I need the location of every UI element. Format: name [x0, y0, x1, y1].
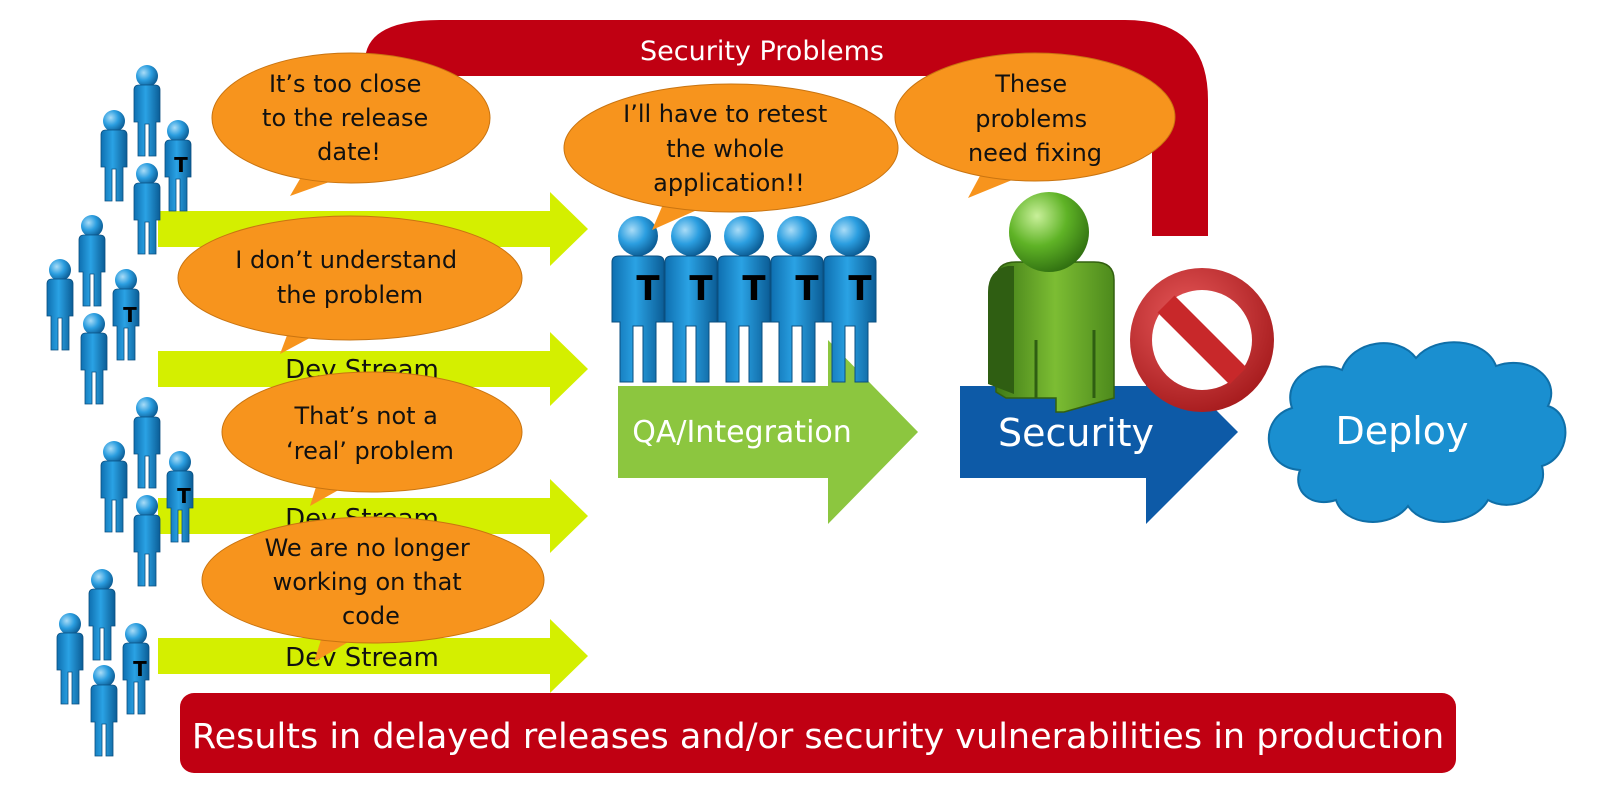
bubble-line: need fixing	[968, 139, 1102, 167]
bubble-line: to the release	[262, 104, 428, 132]
tester-badge: T	[177, 484, 191, 508]
deploy-label: Deploy	[1335, 409, 1468, 453]
bubble-retest: I’ll have to retest the whole applicatio…	[563, 83, 899, 230]
tester-badge: T	[848, 269, 872, 309]
svg-text:It’s too close to the re: It’s too close to the release date!	[262, 70, 436, 166]
tester-badge: T	[123, 303, 137, 327]
bubble-line: I don’t understand	[235, 246, 457, 274]
tester-badge: T	[742, 269, 766, 309]
dev-stream-label: Dev Stream	[285, 643, 439, 673]
tester-icon: T	[717, 215, 771, 383]
bubble-line: It’s too close	[269, 70, 421, 98]
person-icon	[78, 214, 106, 307]
security-person-icon	[988, 192, 1115, 413]
dev-team-1: T	[100, 64, 192, 255]
svg-text:I’ll have to retest the: I’ll have to retest the whole applicatio…	[623, 100, 835, 197]
person-icon	[46, 258, 74, 351]
person-icon	[100, 440, 128, 533]
bubble-line: application!!	[653, 169, 805, 197]
person-icon	[80, 312, 108, 405]
bubble-line: problems	[975, 105, 1087, 133]
person-icon	[133, 396, 161, 489]
qa-integration-label: QA/Integration	[632, 415, 852, 450]
bubble-understand: I don’t understand the problem	[177, 215, 523, 354]
security-label: Security	[998, 411, 1154, 455]
bubble-no-longer: We are no longer working on that code	[201, 516, 545, 662]
tester-badge: T	[636, 269, 660, 309]
tester-icon: T	[664, 215, 718, 383]
person-icon	[90, 664, 118, 757]
dev-team-2: T	[46, 214, 140, 405]
bubble-line: We are no longer	[265, 534, 470, 562]
tester-badge: T	[133, 657, 147, 681]
tester-icon: T	[770, 215, 824, 383]
person-icon	[88, 568, 116, 661]
person-icon	[133, 64, 161, 157]
bubble-line: These	[994, 70, 1067, 98]
bubble-not-real: That’s not a ‘real’ problem	[221, 371, 523, 506]
bubble-release-date: It’s too close to the release date!	[211, 52, 491, 196]
results-banner-text: Results in delayed releases and/or secur…	[192, 717, 1444, 757]
svg-text:We are no longer working: We are no longer working on that code	[265, 534, 478, 630]
person-icon	[56, 612, 84, 705]
bubble-line: That’s not a	[293, 402, 437, 430]
bubble-line: the whole	[666, 135, 784, 163]
stop-sign-icon	[1130, 268, 1274, 412]
bubble-line: the problem	[277, 281, 423, 309]
dev-stream-arrow-4: Dev Stream	[158, 619, 588, 693]
tester-badge: T	[689, 269, 713, 309]
tester-badge: T	[795, 269, 819, 309]
security-problems-label: Security Problems	[640, 36, 884, 67]
bubble-line: working on that	[273, 568, 462, 596]
person-icon	[133, 162, 161, 255]
deploy-cloud: Deploy	[1268, 341, 1567, 523]
tester-group: T T T T T	[611, 215, 877, 383]
person-icon	[133, 494, 161, 587]
bubble-line: code	[342, 602, 400, 630]
dev-team-4: T	[56, 568, 150, 757]
bubble-line: ‘real’ problem	[286, 437, 454, 465]
tester-badge: T	[174, 153, 188, 177]
person-icon	[100, 109, 128, 202]
tester-icon: T	[611, 215, 665, 383]
dev-team-3: T	[100, 396, 194, 587]
bubble-line: date!	[317, 138, 381, 166]
cloud-icon	[1268, 341, 1567, 523]
results-banner: Results in delayed releases and/or secur…	[180, 693, 1456, 773]
bubble-line: I’ll have to retest	[623, 100, 827, 128]
svg-text:I don’t understand the p: I don’t understand the problem	[235, 246, 465, 309]
svg-text:These problems nee: These problems need fixing	[968, 70, 1102, 167]
qa-integration-arrow: QA/Integration	[618, 340, 918, 524]
tester-icon: T	[823, 215, 877, 383]
svg-text:That’s not a ‘real’ prob: That’s not a ‘real’ problem	[286, 402, 454, 465]
bubble-fixing: These problems need fixing	[894, 52, 1176, 198]
